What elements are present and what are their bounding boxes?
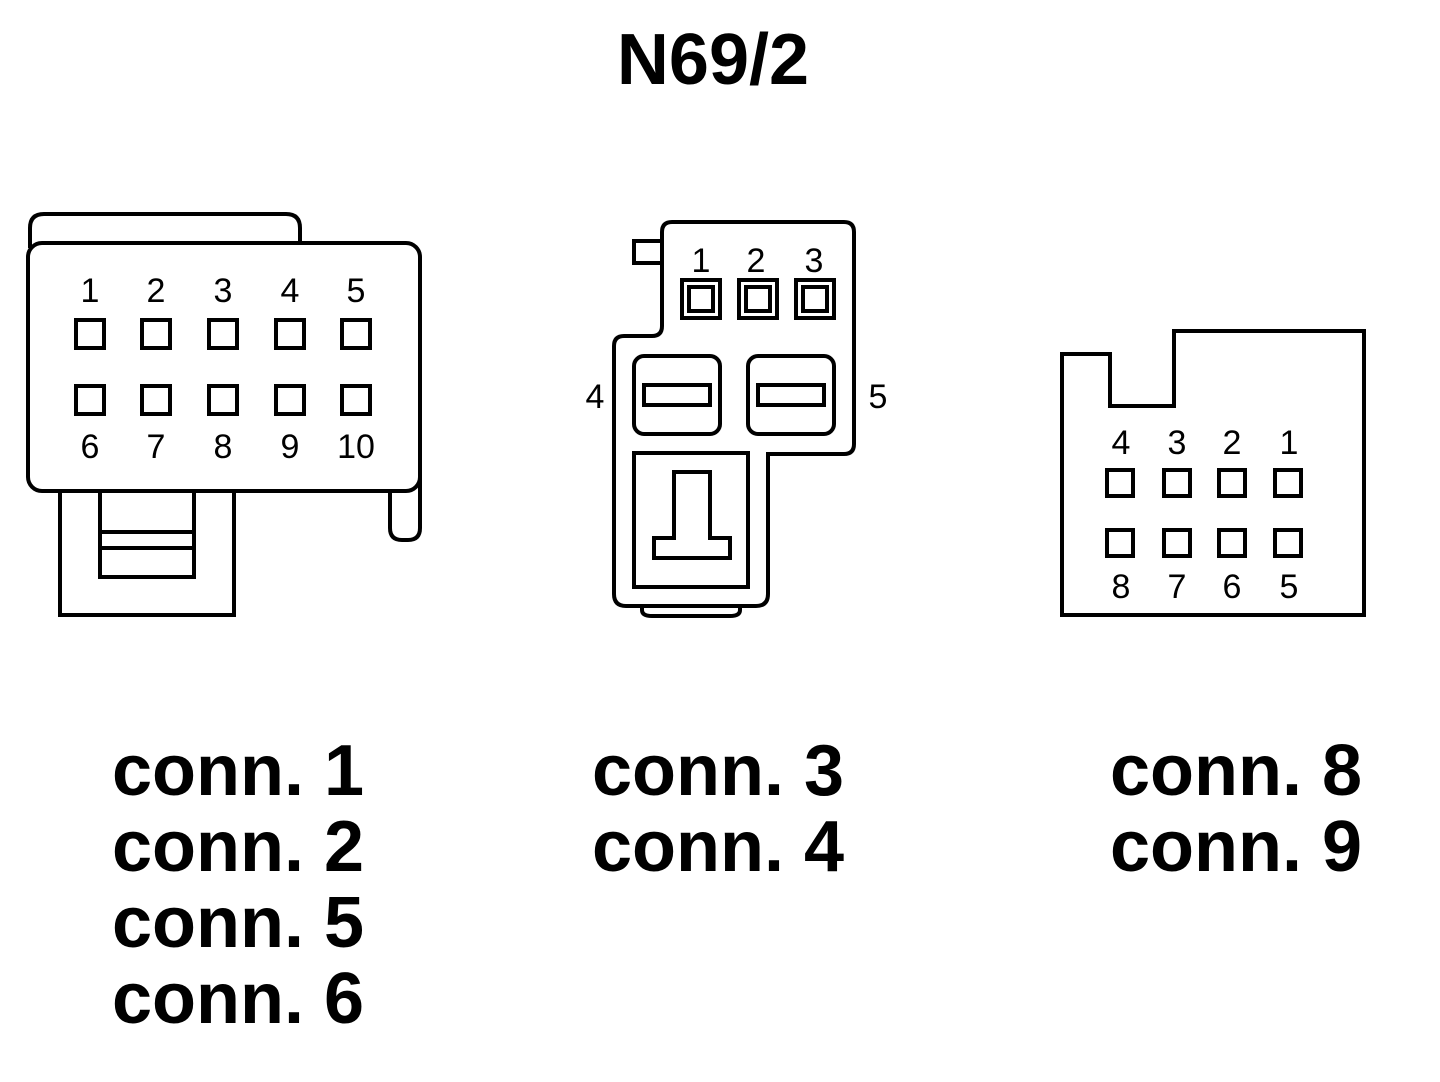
pin-label: 3 bbox=[805, 242, 824, 280]
connector-label: conn. 4 bbox=[592, 807, 844, 887]
connector-label: conn. 9 bbox=[1110, 807, 1362, 887]
pin-label: 8 bbox=[1112, 568, 1131, 606]
pin-socket bbox=[207, 318, 239, 350]
connector-a-labels: conn. 1 conn. 2 conn. 5 conn. 6 bbox=[112, 731, 364, 1039]
pin-label: 7 bbox=[147, 428, 166, 466]
pin-socket bbox=[274, 384, 306, 416]
pin-socket bbox=[340, 384, 372, 416]
pin-socket bbox=[140, 384, 172, 416]
pin-label: 5 bbox=[869, 378, 888, 416]
connector-c-top-pins bbox=[1105, 468, 1303, 498]
pin-socket-inner bbox=[801, 285, 829, 313]
pin-label: 1 bbox=[692, 242, 711, 280]
connector-c-bottom-pins bbox=[1105, 528, 1303, 558]
pin-label: 6 bbox=[81, 428, 100, 466]
connector-a-back-tab bbox=[28, 212, 302, 248]
pin-label: 2 bbox=[747, 242, 766, 280]
pin-label: 1 bbox=[81, 272, 100, 310]
pin-label: 6 bbox=[1223, 568, 1242, 606]
connector-a-top-pins bbox=[74, 318, 372, 350]
pin-label: 4 bbox=[586, 378, 605, 416]
connector-b-bottom-lip bbox=[640, 604, 742, 618]
connector-c-labels: conn. 8 conn. 9 bbox=[1110, 731, 1362, 887]
pin-label: 5 bbox=[347, 272, 366, 310]
pin-label: 8 bbox=[214, 428, 233, 466]
pin-label: 10 bbox=[337, 428, 375, 466]
connector-label: conn. 2 bbox=[112, 807, 364, 887]
pin-socket bbox=[1162, 528, 1192, 558]
pin-label: 3 bbox=[1168, 424, 1187, 462]
connector-c: 4 3 2 1 8 7 6 5 bbox=[1060, 329, 1366, 617]
pin-label: 9 bbox=[281, 428, 300, 466]
pin-socket bbox=[140, 318, 172, 350]
pin-label: 3 bbox=[214, 272, 233, 310]
pin-socket bbox=[340, 318, 372, 350]
pin-label: 2 bbox=[1223, 424, 1242, 462]
pin-socket bbox=[274, 318, 306, 350]
connector-label: conn. 8 bbox=[1110, 731, 1362, 811]
connector-b: 1 2 3 4 5 bbox=[586, 220, 888, 618]
pin-blade-5 bbox=[756, 383, 826, 407]
connector-label: conn. 5 bbox=[112, 883, 364, 963]
pin-socket bbox=[1217, 528, 1247, 558]
connector-a-bottom-pins bbox=[74, 384, 372, 416]
pin-socket-inner bbox=[744, 285, 772, 313]
pin-label: 7 bbox=[1168, 568, 1187, 606]
connector-b-top-pins bbox=[680, 278, 836, 320]
connector-b-key-tab bbox=[632, 239, 666, 265]
pin-socket bbox=[74, 384, 106, 416]
connector-label: conn. 6 bbox=[112, 959, 364, 1039]
pin-socket bbox=[1273, 528, 1303, 558]
pin-socket bbox=[74, 318, 106, 350]
diagram-title: N69/2 bbox=[617, 20, 809, 100]
pin-label: 4 bbox=[281, 272, 300, 310]
pin-label: 1 bbox=[1280, 424, 1299, 462]
pin-socket bbox=[1105, 468, 1135, 498]
connector-label: conn. 3 bbox=[592, 731, 844, 811]
pin-label: 2 bbox=[147, 272, 166, 310]
pin-socket-inner bbox=[687, 285, 715, 313]
pin-socket bbox=[1217, 468, 1247, 498]
connector-b-labels: conn. 3 conn. 4 bbox=[592, 731, 844, 887]
pin-blade-4 bbox=[642, 383, 712, 407]
pin-socket bbox=[1105, 528, 1135, 558]
connector-b-latch bbox=[652, 470, 732, 560]
pin-socket bbox=[1162, 468, 1192, 498]
connector-a-body bbox=[26, 241, 422, 493]
pin-socket bbox=[207, 384, 239, 416]
pin-label: 5 bbox=[1280, 568, 1299, 606]
connector-a: 1 2 3 4 5 6 7 8 9 10 bbox=[26, 212, 422, 617]
pin-label: 4 bbox=[1112, 424, 1131, 462]
pin-socket bbox=[1273, 468, 1303, 498]
connector-label: conn. 1 bbox=[112, 731, 364, 811]
